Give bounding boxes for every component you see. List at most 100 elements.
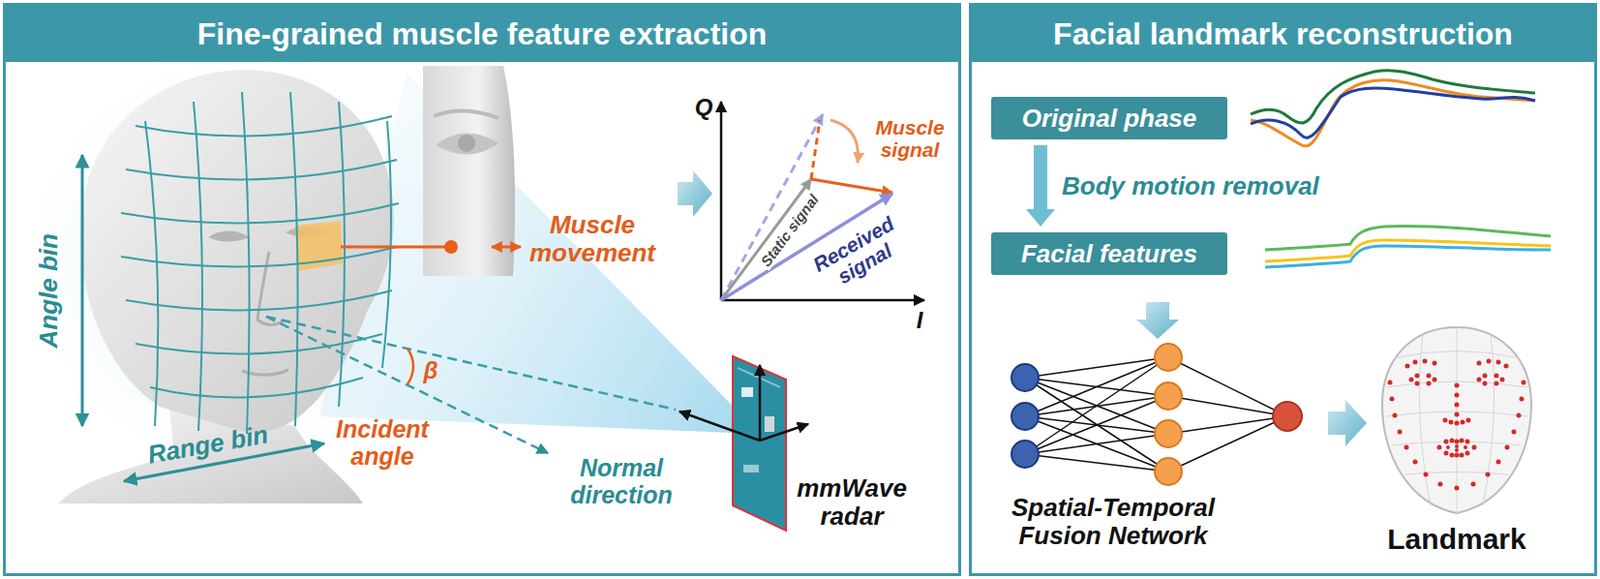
landmark-dots bbox=[1485, 472, 1491, 478]
head-figure bbox=[80, 69, 394, 432]
iq-plot bbox=[721, 299, 925, 302]
landmark-dots bbox=[1392, 413, 1398, 419]
vector-label: Received signal bbox=[799, 206, 919, 301]
landmark-head bbox=[1482, 333, 1495, 506]
face-grid bbox=[145, 120, 158, 426]
radar-axes bbox=[759, 423, 809, 441]
network-links bbox=[1025, 357, 1169, 378]
axis-label: Range bin bbox=[145, 419, 271, 469]
landmark-dots bbox=[1459, 452, 1465, 458]
axis-label: Range bin bbox=[146, 420, 272, 469]
direction-label: Normal direction bbox=[570, 453, 673, 509]
landmark-dots bbox=[1444, 451, 1450, 456]
network-neurons bbox=[1011, 440, 1039, 468]
network-links bbox=[1025, 357, 1169, 417]
process-box: Facial features bbox=[991, 232, 1228, 275]
phase-curves bbox=[1250, 70, 1536, 147]
landmark-dots bbox=[1443, 418, 1449, 423]
landmark-dots bbox=[1413, 459, 1419, 465]
landmark-dots bbox=[1463, 445, 1468, 450]
leader-line bbox=[491, 245, 521, 249]
network-links bbox=[1025, 453, 1169, 472]
face-grid bbox=[135, 116, 393, 136]
callout-label: Muscle movement bbox=[524, 211, 661, 267]
landmark-head bbox=[1382, 327, 1532, 514]
landmark-head bbox=[1386, 411, 1528, 417]
iq-plot bbox=[721, 179, 812, 301]
network-neurons bbox=[1011, 343, 1302, 485]
radar-axes bbox=[758, 364, 762, 441]
landmark-dots bbox=[1422, 359, 1428, 364]
radar-board bbox=[741, 387, 754, 397]
panel-title: Fine-grained muscle feature extraction bbox=[5, 5, 959, 62]
phase-curves bbox=[1250, 88, 1536, 138]
network-neurons bbox=[1272, 401, 1302, 431]
face-grid bbox=[290, 91, 299, 426]
face-grid bbox=[120, 246, 397, 267]
face-grid bbox=[338, 101, 345, 407]
radar-axes bbox=[679, 364, 809, 441]
output-label: Landmark bbox=[1387, 522, 1526, 555]
radar-board bbox=[732, 356, 786, 531]
face-grid bbox=[120, 91, 399, 434]
landmark-dots bbox=[1494, 373, 1500, 379]
landmark-dots bbox=[1437, 445, 1443, 451]
landmark-dots bbox=[1511, 429, 1517, 435]
incident-lines bbox=[266, 316, 676, 453]
landmark-dots bbox=[1454, 439, 1460, 445]
vector-label: Muscle signal bbox=[864, 116, 957, 161]
network-links bbox=[1025, 433, 1169, 454]
face-grid bbox=[135, 333, 383, 354]
network-links bbox=[1025, 377, 1169, 472]
landmark-dots bbox=[1426, 381, 1432, 387]
iq-plot bbox=[811, 120, 820, 180]
landmark-dots bbox=[1432, 361, 1438, 366]
edge-label: Body motion removal bbox=[1061, 171, 1320, 201]
landmark-dots bbox=[1466, 418, 1472, 423]
callout-label: Muscle movement bbox=[529, 210, 656, 268]
angle-arc bbox=[407, 348, 414, 385]
network-neurons bbox=[1011, 363, 1039, 392]
bin-arrows bbox=[81, 154, 85, 426]
panel: Facial landmark reconstructionOriginal p… bbox=[968, 2, 1598, 576]
landmark-dots bbox=[1413, 360, 1419, 365]
edge-label: Body motion removal bbox=[1061, 172, 1320, 201]
network-links bbox=[1025, 357, 1288, 472]
landmark-dots bbox=[1389, 396, 1395, 402]
closeup-face bbox=[422, 65, 515, 276]
angle-label: Incident angle bbox=[319, 416, 446, 470]
landmark-dots bbox=[1388, 359, 1527, 491]
network-links bbox=[1168, 395, 1288, 417]
box-label: Original phase bbox=[1022, 103, 1198, 134]
landmark-dots bbox=[1454, 412, 1460, 418]
network-links bbox=[1025, 395, 1169, 454]
device-label: mmWave radar bbox=[788, 474, 915, 530]
landmark-dots bbox=[1460, 420, 1466, 425]
landmark-dots bbox=[1432, 377, 1438, 383]
landmark-head bbox=[1382, 327, 1532, 514]
leader-line bbox=[340, 245, 446, 249]
flow-chevron bbox=[677, 170, 713, 217]
landmark-dots bbox=[1444, 439, 1450, 445]
landmark-dots bbox=[1482, 373, 1488, 379]
landmark-dots bbox=[1415, 373, 1420, 379]
flow-chevron bbox=[1328, 399, 1367, 447]
landmark-dots bbox=[1409, 377, 1415, 383]
landmark-dots bbox=[1415, 381, 1420, 387]
feature-curves bbox=[1265, 226, 1551, 268]
closeup-face bbox=[457, 134, 476, 152]
landmark-dots bbox=[1459, 438, 1465, 444]
landmark-dots bbox=[1454, 421, 1460, 426]
phase-curves bbox=[1250, 80, 1536, 147]
iq-plot bbox=[721, 114, 823, 301]
landmark-dots bbox=[1397, 429, 1403, 435]
landmark-dots bbox=[1505, 445, 1510, 451]
network-neurons bbox=[1154, 382, 1182, 410]
landmark-dots bbox=[1426, 373, 1432, 379]
feature-curves bbox=[1265, 245, 1551, 268]
landmark-dots bbox=[1449, 438, 1455, 444]
axis-name: Q bbox=[694, 94, 714, 121]
direction-label: Normal direction bbox=[558, 454, 685, 509]
face-grid bbox=[125, 290, 393, 310]
